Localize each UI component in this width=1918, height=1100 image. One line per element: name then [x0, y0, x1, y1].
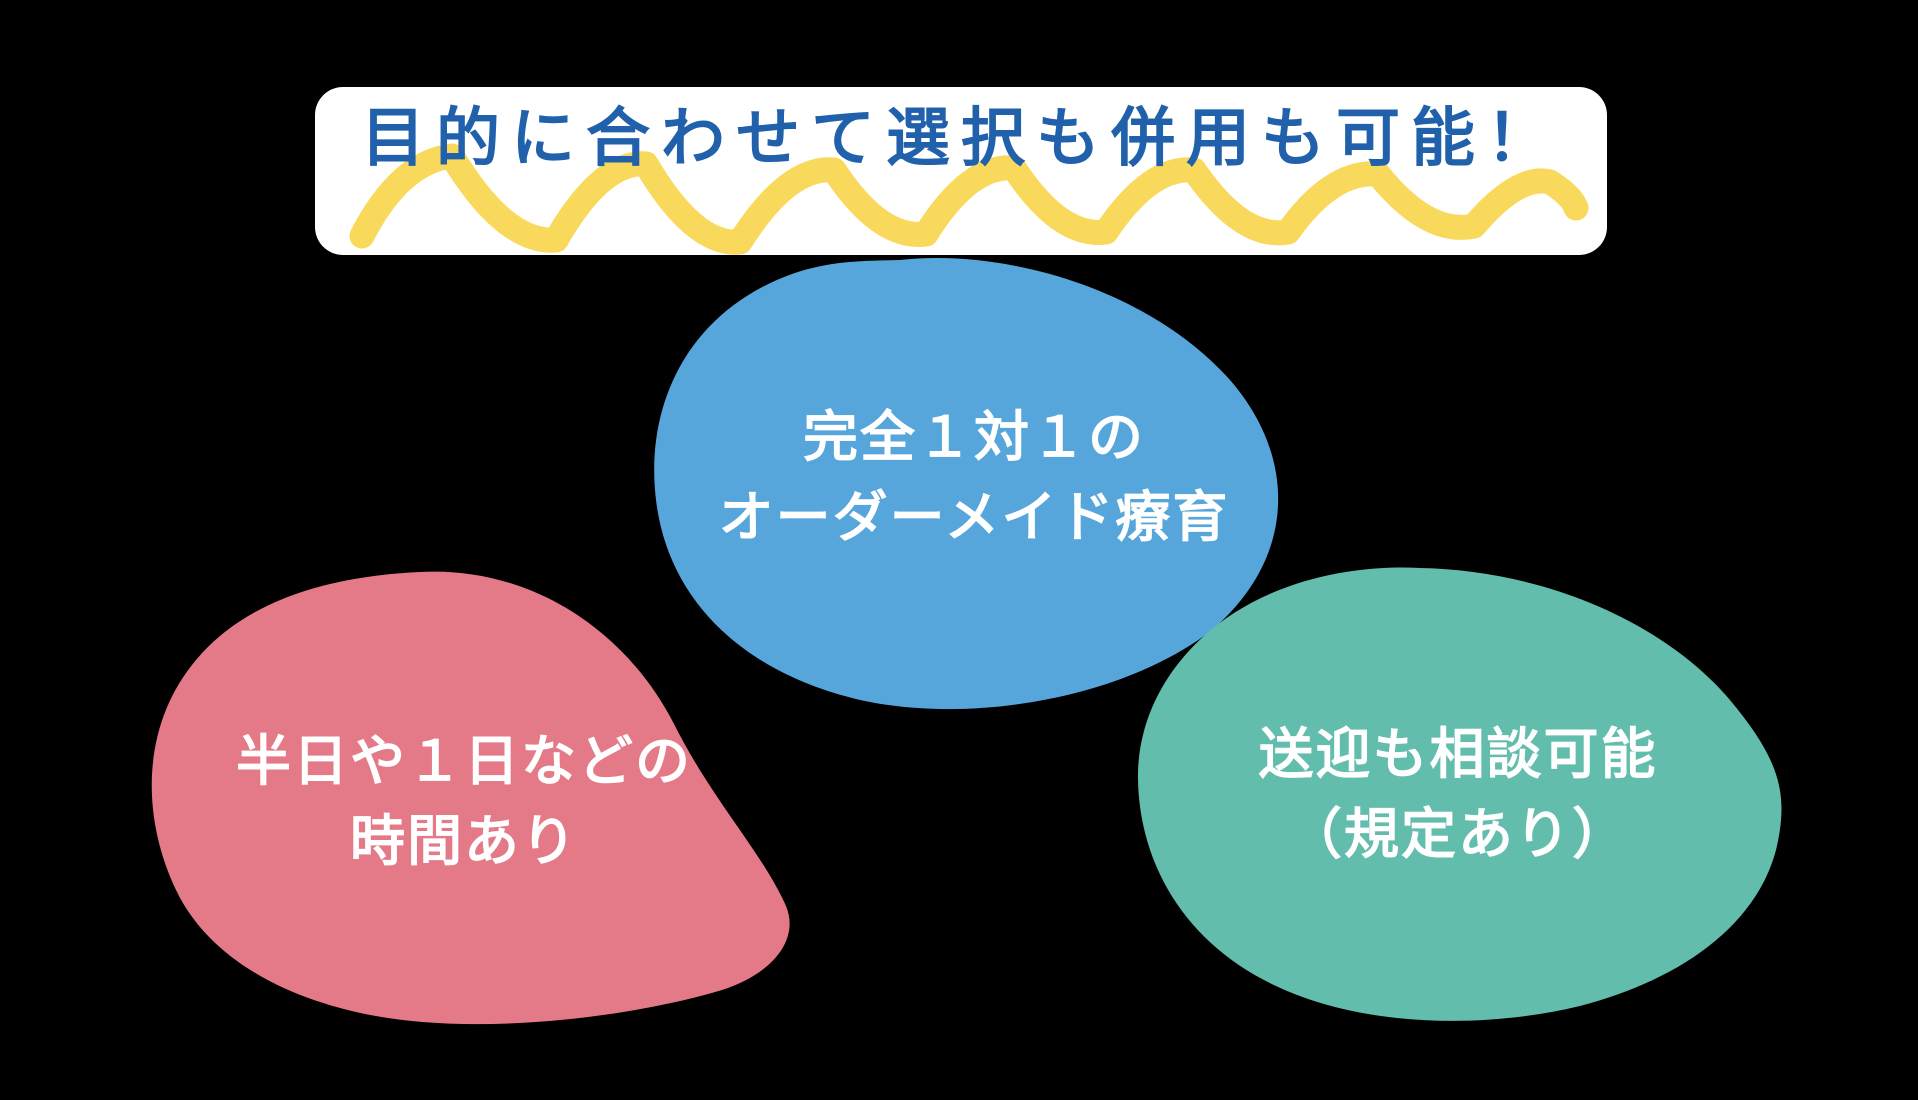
bubble-text-ordermade: 完全１対１の オーダーメイド療育 [719, 397, 1230, 557]
bubble-text-time: 半日や１日などの 時間あり [236, 721, 692, 881]
bubble-text-line: 完全１対１の [802, 405, 1145, 469]
page-title: 目的に合わせて選択も併用も可能！ [361, 102, 1561, 176]
bubble-shape-ordermade [654, 258, 1279, 710]
bubble-text-line: 半日や１日などの [235, 729, 693, 793]
underline-wave [349, 143, 1589, 255]
bubble-shape-pickup [1137, 567, 1782, 1021]
bubble-text-line: 送迎も相談可能 [1258, 722, 1658, 786]
bubble-shape-time [151, 571, 790, 1025]
bubble-text-line: 時間あり [349, 809, 579, 873]
bubble-text-pickup: 送迎も相談可能 （規定あり） [1258, 714, 1657, 874]
bubble-text-line: オーダーメイド療育 [718, 485, 1230, 549]
title-banner [315, 87, 1607, 255]
bubble-text-line: （規定あり） [1286, 802, 1630, 866]
